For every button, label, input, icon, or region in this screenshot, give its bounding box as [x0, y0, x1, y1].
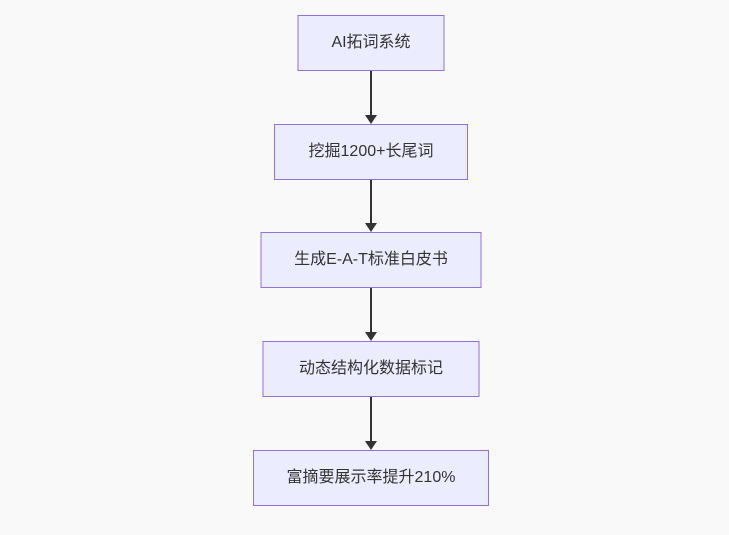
flow-node-structured-data: 动态结构化数据标记 — [262, 341, 480, 397]
arrow-line — [370, 71, 372, 115]
edge-arrow-3 — [365, 288, 377, 341]
flow-node-label: 生成E-A-T标准白皮书 — [294, 251, 448, 268]
flow-node-ai-keyword-system: AI拓词系统 — [297, 15, 445, 71]
flow-node-label: 富摘要展示率提升210% — [286, 469, 456, 486]
arrow-head-icon — [365, 332, 377, 341]
arrow-line — [370, 288, 372, 332]
edge-arrow-2 — [365, 180, 377, 232]
arrow-line — [370, 397, 372, 441]
flow-node-label: AI拓词系统 — [331, 34, 411, 51]
edge-arrow-4 — [365, 397, 377, 450]
arrow-line — [370, 180, 372, 223]
flow-node-longtail-mining: 挖掘1200+长尾词 — [274, 124, 468, 180]
flow-node-label: 动态结构化数据标记 — [298, 360, 443, 377]
edge-arrow-1 — [365, 71, 377, 124]
flow-node-eat-whitepaper: 生成E-A-T标准白皮书 — [260, 232, 482, 288]
arrow-head-icon — [365, 223, 377, 232]
flow-node-rich-snippet-result: 富摘要展示率提升210% — [253, 450, 489, 506]
arrow-head-icon — [365, 115, 377, 124]
flow-node-label: 挖掘1200+长尾词 — [308, 143, 434, 160]
arrow-head-icon — [365, 441, 377, 450]
